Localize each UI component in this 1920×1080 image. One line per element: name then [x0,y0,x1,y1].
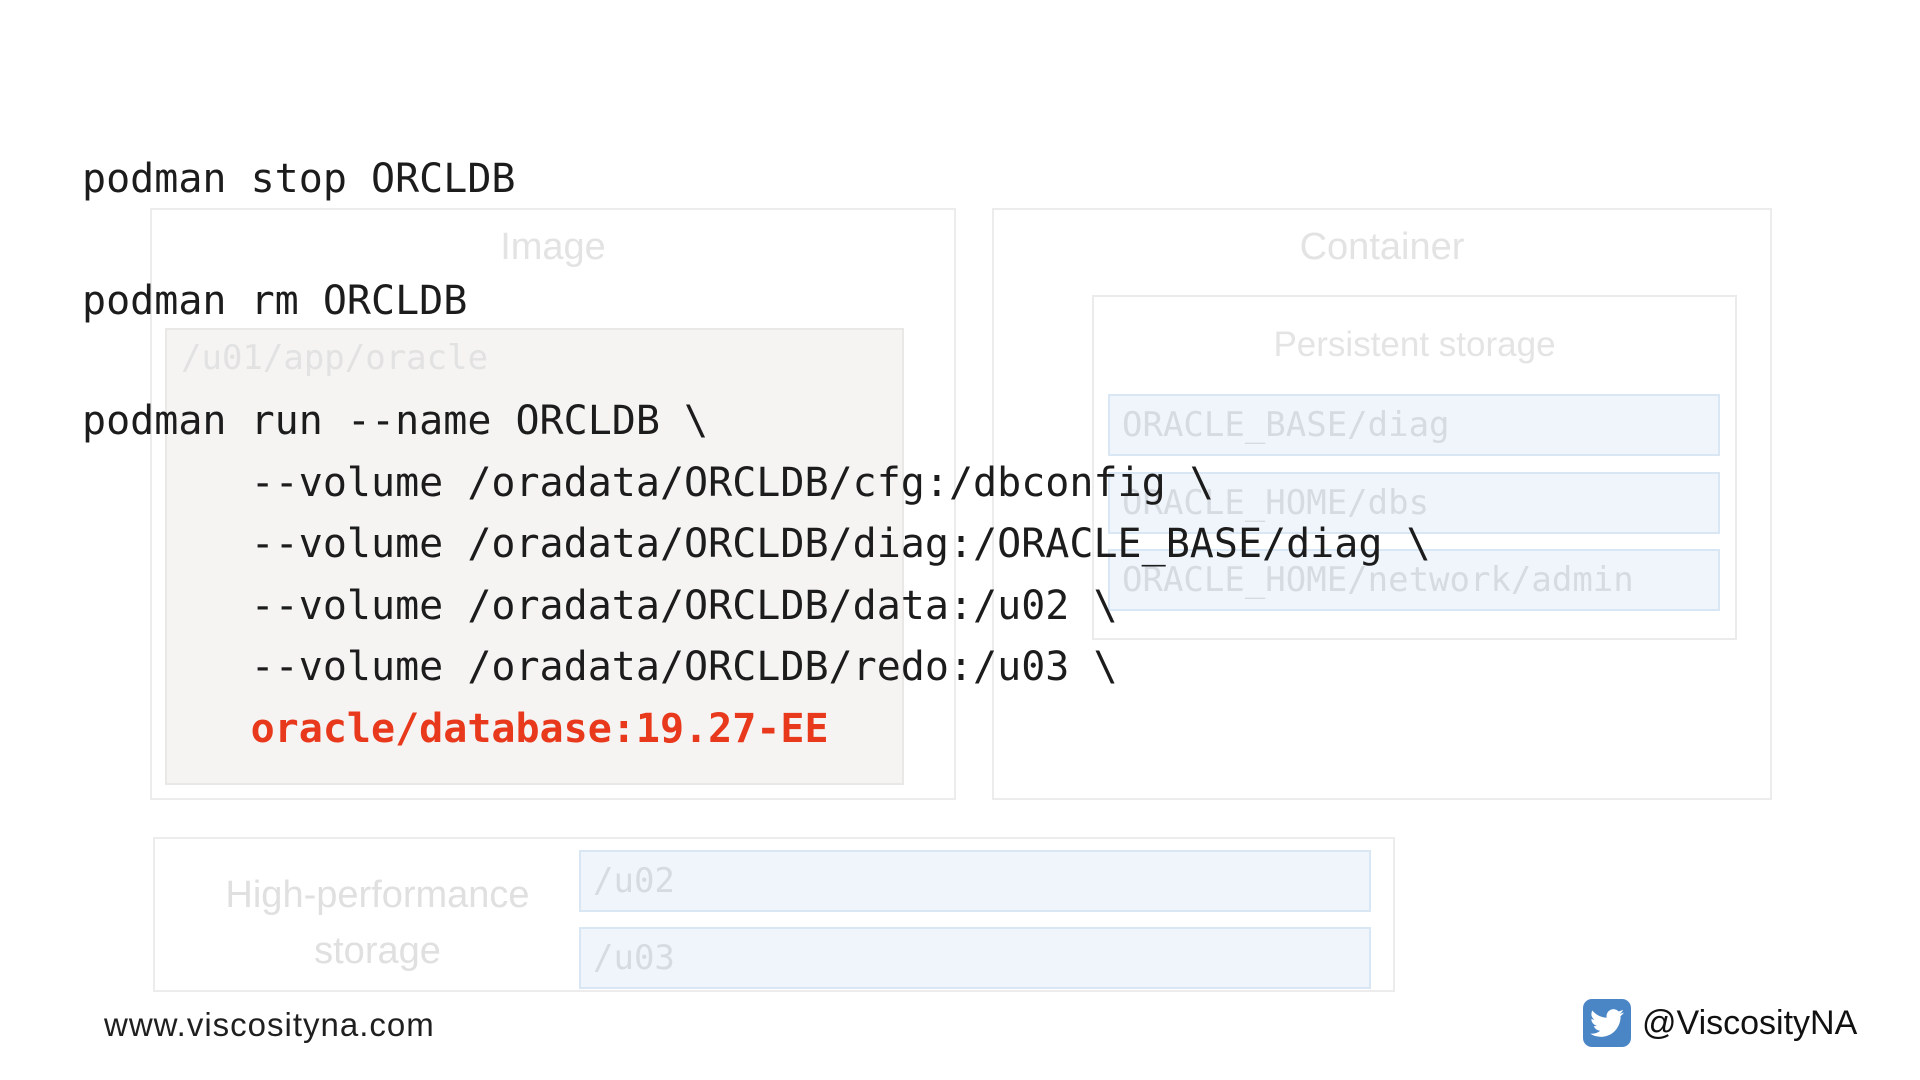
persistent-storage-box: Persistent storage ORACLE_BASE/diag ORAC… [1092,295,1737,640]
image-box-label: Image [500,226,606,268]
code-line-volume-data: --volume /oradata/ORCLDB/data:/u02 \ [82,583,1118,629]
oracle-base-path: /u01/app/oracle [181,338,489,378]
high-performance-storage-label: High-performance storage [175,867,580,979]
code-line-image-tag: oracle/database:19.27-EE [82,706,829,752]
container-box-label: Container [1299,226,1465,268]
high-performance-storage-box: High-performance storage /u02 /u03 [153,837,1395,992]
code-line-volume-cfg: --volume /oradata/ORCLDB/cfg:/dbconfig \ [82,460,1214,506]
container-box: Container Persistent storage ORACLE_BASE… [992,208,1772,800]
hp-label-line2: storage [314,930,441,972]
oracle-base-box: /u01/app/oracle [165,328,904,785]
code-line-podman-rm: podman rm ORCLDB [82,278,468,324]
twitter-handle: @ViscosityNA [1642,1004,1858,1042]
twitter-bird-icon [1590,1009,1624,1037]
twitter-icon [1583,999,1631,1047]
hp-path-row: /u02 [579,850,1371,912]
code-line-volume-diag: --volume /oradata/ORCLDB/diag:/ORACLE_BA… [82,521,1431,567]
persistent-path-row: ORACLE_HOME/network/admin [1108,549,1720,611]
hp-path-row: /u03 [579,927,1371,989]
code-line-volume-redo: --volume /oradata/ORCLDB/redo:/u03 \ [82,644,1118,690]
hp-label-line1: High-performance [225,874,530,916]
code-line-podman-run: podman run --name ORCLDB \ [82,398,709,444]
persistent-storage-label: Persistent storage [1273,325,1556,364]
website-url: www.viscosityna.com [104,1006,435,1043]
persistent-path-row: ORACLE_BASE/diag [1108,394,1720,456]
image-box: Image /u01/app/oracle [150,208,956,800]
persistent-path-row: ORACLE_HOME/dbs [1108,472,1720,534]
code-line-podman-stop: podman stop ORCLDB [82,156,516,202]
